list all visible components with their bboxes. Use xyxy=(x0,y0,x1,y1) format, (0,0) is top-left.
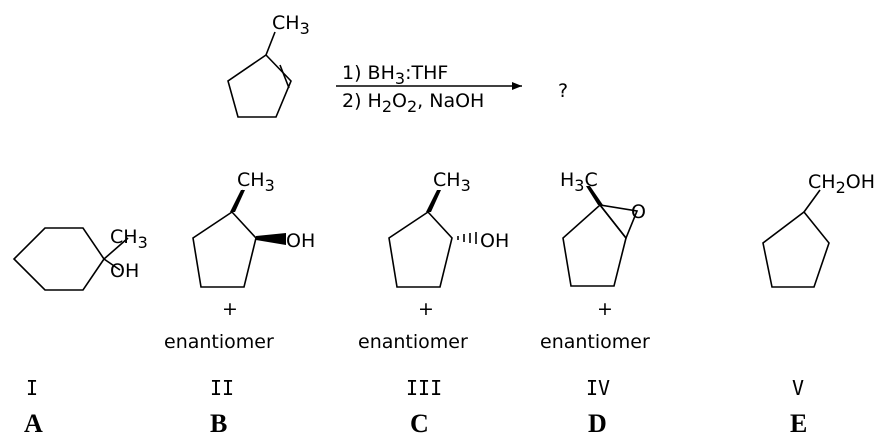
product-question-mark: ? xyxy=(558,80,568,102)
choice-V-molecule: CH2OH xyxy=(762,171,875,288)
choice-II-oh-label: OH xyxy=(286,230,315,252)
choice-V-ch2oh-label: CH2OH xyxy=(808,171,875,197)
choice-IV-ring xyxy=(562,203,627,287)
letter-B: B xyxy=(210,409,227,438)
numeral-I: I xyxy=(26,376,38,400)
choice-III-enantiomer: enantiomer xyxy=(358,331,468,353)
choice-V-ch2oh-bond xyxy=(803,189,821,213)
reactant-double-bond xyxy=(279,64,290,89)
choice-IV-epoxide xyxy=(598,203,639,240)
choice-I-ring xyxy=(12,227,105,291)
letter-C: C xyxy=(410,409,429,438)
numeral-III: III xyxy=(406,376,442,400)
choice-II-methyl-label: CH3 xyxy=(237,169,275,195)
choice-IV-enantiomer: enantiomer xyxy=(540,331,650,353)
choice-IV-oxygen-label: O xyxy=(631,201,646,223)
choice-I-molecule: CH3 OH xyxy=(12,226,148,291)
choice-II-oh-wedge xyxy=(256,233,286,245)
choice-III-plus: + xyxy=(418,298,434,320)
numeral-V: V xyxy=(792,376,804,400)
choice-V-ring xyxy=(762,210,830,288)
choice-IV-plus: + xyxy=(597,298,613,320)
choice-III-oh-hash xyxy=(457,232,477,244)
letter-A: A xyxy=(24,409,43,438)
choice-IV-methyl-wedge xyxy=(586,186,603,205)
choice-II-molecule: CH3 OH + enantiomer xyxy=(164,169,315,353)
choice-II-plus: + xyxy=(222,298,238,320)
reactant-methyl-label: CH3 xyxy=(272,12,310,38)
reaction-conditions: 1) BH3:THF 2) H2O2, NaOH ? xyxy=(336,62,568,116)
numeral-II: II xyxy=(210,376,234,400)
letter-D: D xyxy=(588,409,607,438)
choice-I-methyl-bond xyxy=(103,237,129,260)
choice-I-oh-bond xyxy=(103,258,121,271)
choice-IV-methyl-label: H3C xyxy=(560,169,598,195)
choice-numerals: I II III IV V xyxy=(26,376,804,400)
choice-IV-molecule: H3C O + enantiomer xyxy=(540,169,650,353)
choice-II-enantiomer: enantiomer xyxy=(164,331,274,353)
numeral-IV: IV xyxy=(586,376,610,400)
choice-II-ring xyxy=(192,210,257,288)
reagent-step-2: 2) H2O2, NaOH xyxy=(342,90,484,116)
reagent-step-1: 1) BH3:THF xyxy=(342,62,448,88)
letter-E: E xyxy=(790,409,807,438)
choice-I-methyl-label: CH3 xyxy=(110,226,148,252)
reactant-methyl-bond xyxy=(265,31,276,56)
choice-III-molecule: CH3 OH + enantiomer xyxy=(358,169,509,353)
reactant-molecule: CH3 xyxy=(227,12,310,118)
choice-III-oh-label: OH xyxy=(480,230,509,252)
choice-III-methyl-label: CH3 xyxy=(433,169,471,195)
reaction-arrow-head xyxy=(512,82,522,90)
choice-letters: A B C D E xyxy=(24,409,807,438)
choice-III-ring xyxy=(388,210,453,288)
choice-III-methyl-wedge xyxy=(426,190,441,212)
choice-II-methyl-wedge xyxy=(230,190,245,212)
choice-I-oh-label: OH xyxy=(110,260,139,282)
reactant-ring xyxy=(227,53,292,118)
